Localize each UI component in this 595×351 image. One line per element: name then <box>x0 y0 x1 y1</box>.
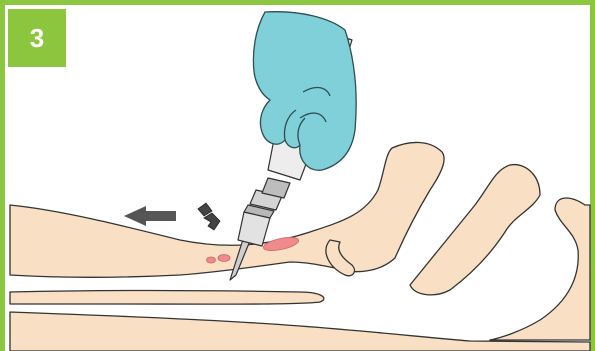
clip-icon <box>198 203 220 230</box>
tissue-lower-band <box>10 291 324 305</box>
step-number-badge: 3 <box>8 9 66 67</box>
gloved-hand <box>253 12 356 171</box>
tissue-base <box>10 312 590 351</box>
arrow-left-icon <box>124 206 176 226</box>
lesion-small-a <box>207 257 216 263</box>
lesion-small-b <box>218 255 230 262</box>
